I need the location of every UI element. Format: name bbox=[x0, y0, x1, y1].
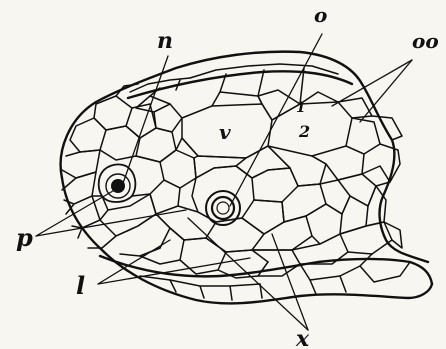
label-n: n bbox=[157, 28, 173, 54]
label-x: x bbox=[295, 326, 310, 349]
label-scale-2: 2 bbox=[298, 122, 310, 141]
label-p: p bbox=[16, 223, 33, 252]
label-o: o bbox=[314, 3, 327, 27]
label-oo: oo bbox=[412, 29, 439, 53]
label-l: l bbox=[76, 271, 85, 300]
label-scale-1: 1 bbox=[296, 100, 306, 116]
label-v: v bbox=[219, 120, 231, 144]
